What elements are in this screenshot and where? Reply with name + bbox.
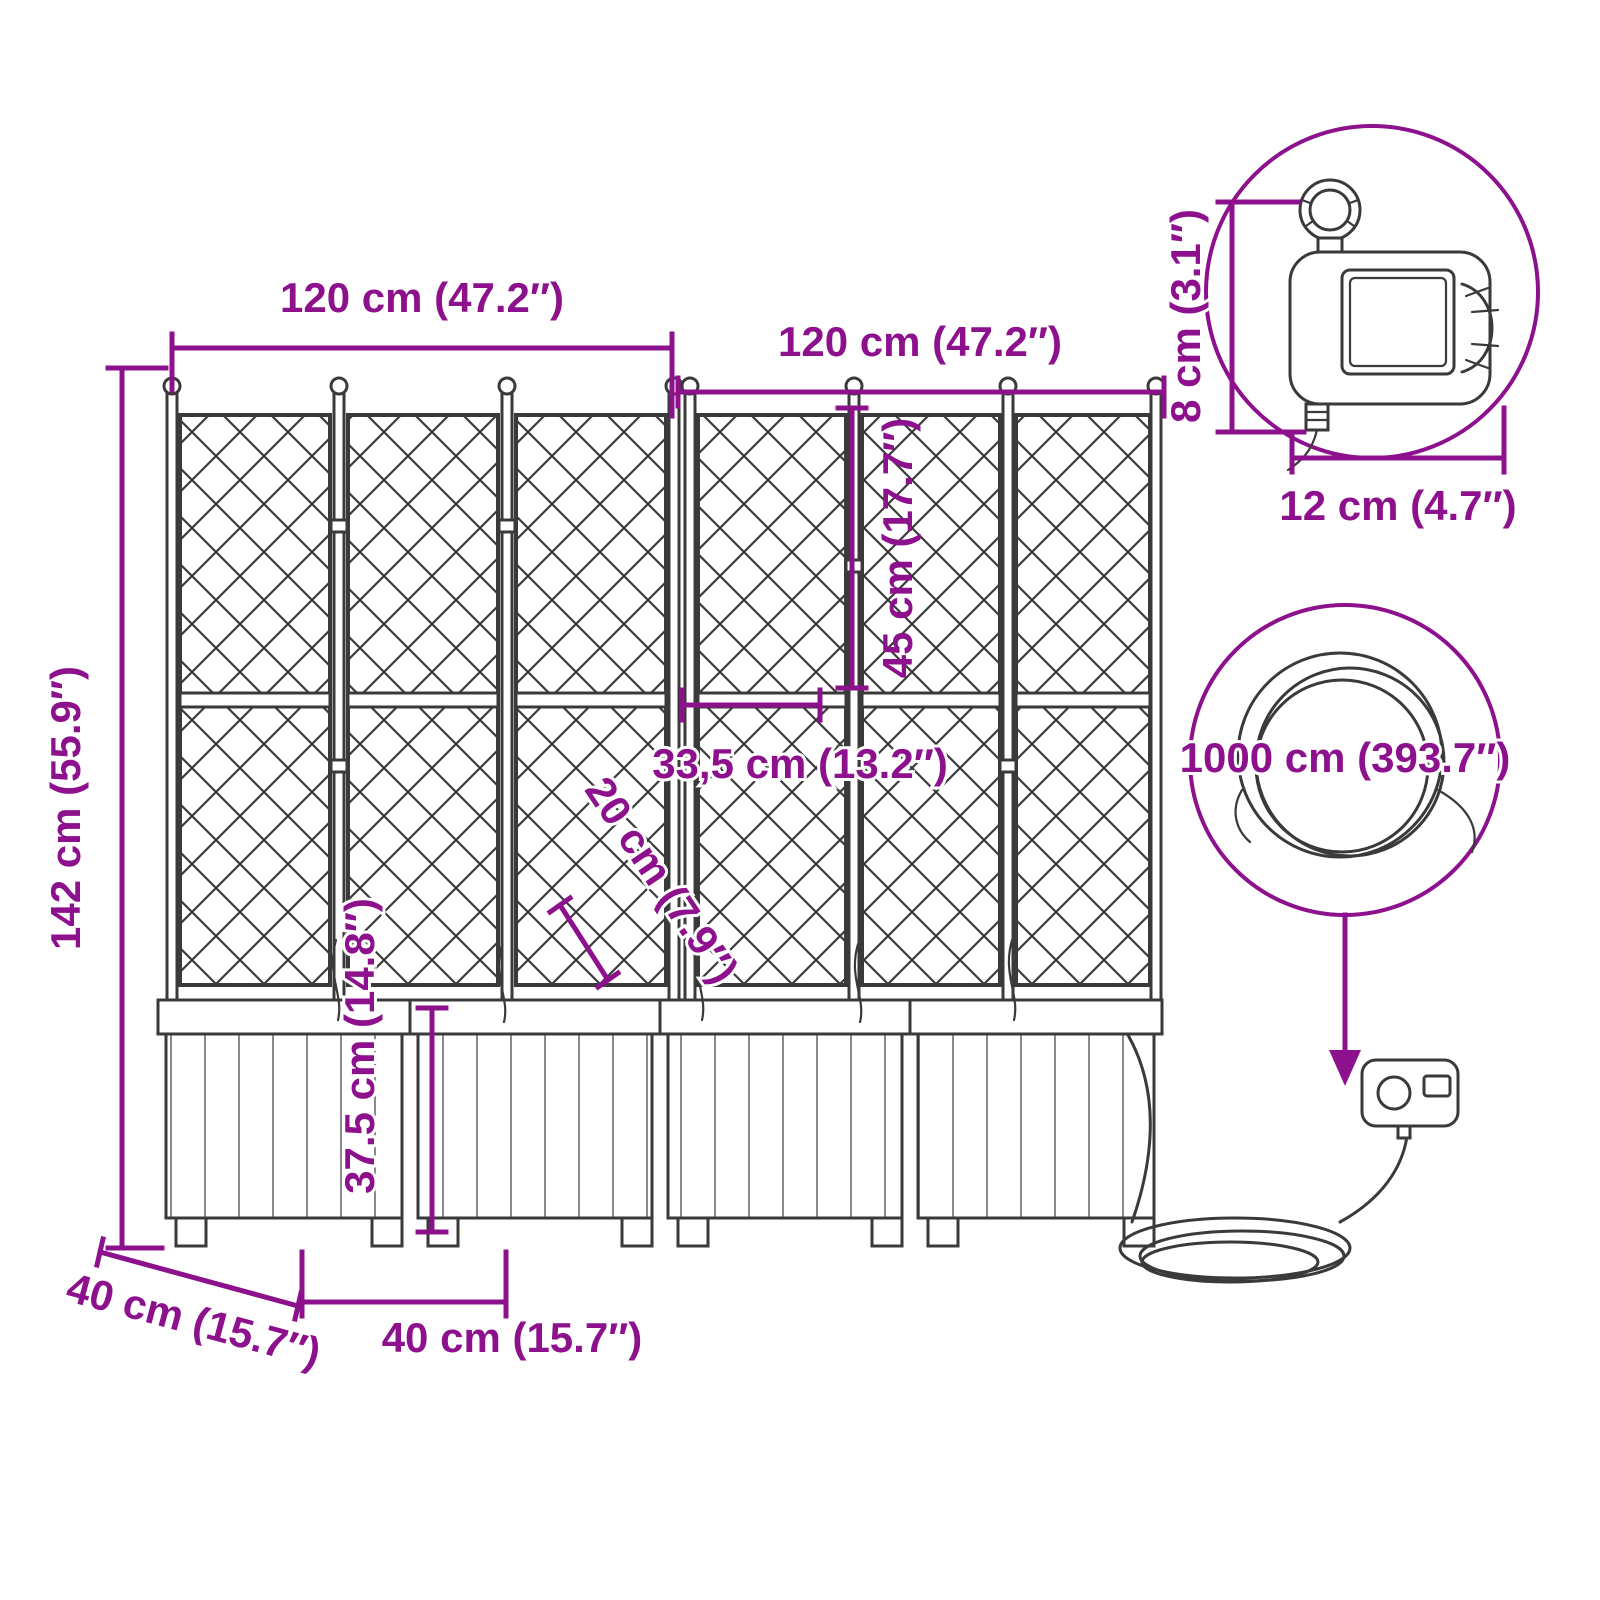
dim-label-width-right: 120 cm (47.2″) — [778, 318, 1062, 365]
planter-body — [416, 1032, 654, 1220]
dim-label-planter-height: 37.5 cm (14.8″) — [336, 898, 383, 1194]
planter-boxes — [156, 998, 1164, 1248]
planter-feet — [174, 1216, 1156, 1248]
planter-body — [666, 1032, 904, 1220]
dim-height-total — [105, 365, 169, 1251]
dim-label-hose-length: 1000 cm (393.7″) — [1180, 734, 1511, 781]
timer-hose — [1338, 1126, 1410, 1224]
dim-trellis-section — [835, 405, 869, 691]
dim-corner-panel — [679, 687, 823, 723]
irrigation-tubes — [331, 938, 1410, 1224]
dim-width-right — [675, 375, 1167, 419]
hose-coil — [1118, 1216, 1352, 1284]
dim-label-depth-front: 40 cm (15.7″) — [382, 1314, 643, 1361]
dim-label-timer-width: 12 cm (4.7″) — [1279, 482, 1516, 529]
dim-label-timer-height: 8 cm (3.1″) — [1162, 209, 1209, 423]
water-timer-figure — [1286, 178, 1500, 472]
down-arrow — [1329, 1050, 1361, 1086]
dimension-lines — [94, 199, 1507, 1322]
planter-body — [916, 1032, 1156, 1220]
small-timer-device — [1360, 1058, 1460, 1140]
hose-coil-figure — [1234, 651, 1476, 859]
dim-depth-front — [299, 1249, 509, 1319]
planter-rim — [908, 998, 1164, 1036]
dim-planter-height — [415, 1005, 449, 1235]
hose-callout: 1000 cm (393.7″) — [1177, 603, 1513, 1086]
dim-inner-depth — [546, 894, 622, 991]
planter-rim — [408, 998, 662, 1036]
supply-hose — [1126, 1033, 1152, 1224]
dim-label-trellis-section: 45 cm (17.7″) — [874, 418, 921, 679]
planter-rim — [658, 998, 912, 1036]
planter-body — [164, 1032, 404, 1220]
timer-callout — [1204, 124, 1540, 472]
trellis-walls — [162, 376, 1166, 1010]
dim-label-height-total: 142 cm (55.9″) — [42, 666, 89, 950]
dim-timer-height — [1215, 199, 1307, 435]
dim-label-corner-panel: 33,5 cm (13.2″) — [652, 740, 948, 787]
dim-timer-width — [1289, 405, 1507, 475]
dim-width-left — [169, 331, 675, 419]
dim-label-depth-left: 40 cm (15.7″) — [62, 1264, 326, 1377]
dim-label-width-left: 120 cm (47.2″) — [280, 274, 564, 321]
